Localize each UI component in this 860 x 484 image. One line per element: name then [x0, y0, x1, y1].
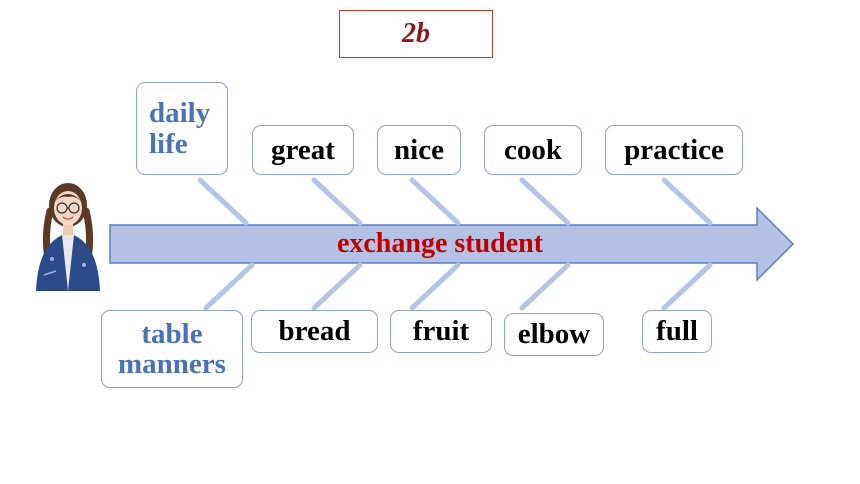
student-avatar-icon — [36, 183, 100, 291]
bone-top-1 — [197, 177, 249, 226]
word-full-label: full — [656, 315, 698, 348]
word-great-label: great — [271, 133, 335, 166]
word-great: great — [252, 125, 354, 175]
bone-bottom-3 — [409, 262, 461, 311]
bone-bottom-5 — [661, 262, 713, 311]
bone-bottom-1 — [203, 262, 255, 311]
spine-arrow — [109, 206, 795, 282]
category-table-manners: table manners — [101, 310, 243, 388]
word-practice-label: practice — [624, 133, 724, 166]
word-nice-label: nice — [394, 133, 444, 166]
title-box: 2b — [339, 10, 493, 58]
word-practice: practice — [605, 125, 743, 175]
category-daily-life-label: daily life — [149, 97, 211, 160]
spine-label: exchange student — [336, 228, 544, 259]
word-cook-label: cook — [504, 133, 562, 166]
category-daily-life: daily life — [136, 82, 228, 175]
word-fruit: fruit — [390, 310, 492, 353]
word-bread-label: bread — [278, 315, 351, 348]
word-bread: bread — [251, 310, 378, 353]
bone-top-3 — [409, 177, 461, 226]
word-nice: nice — [377, 125, 461, 175]
word-cook: cook — [484, 125, 582, 175]
word-elbow-label: elbow — [517, 318, 591, 351]
bone-bottom-2 — [311, 262, 363, 311]
word-fruit-label: fruit — [412, 315, 470, 348]
category-table-manners-label: table manners — [118, 317, 226, 380]
bone-top-4 — [519, 177, 571, 226]
bone-top-2 — [311, 177, 363, 226]
bone-top-5 — [661, 177, 713, 226]
word-elbow: elbow — [504, 313, 604, 356]
bone-bottom-4 — [519, 262, 571, 311]
title-text: 2b — [402, 18, 430, 49]
word-full: full — [642, 310, 712, 353]
